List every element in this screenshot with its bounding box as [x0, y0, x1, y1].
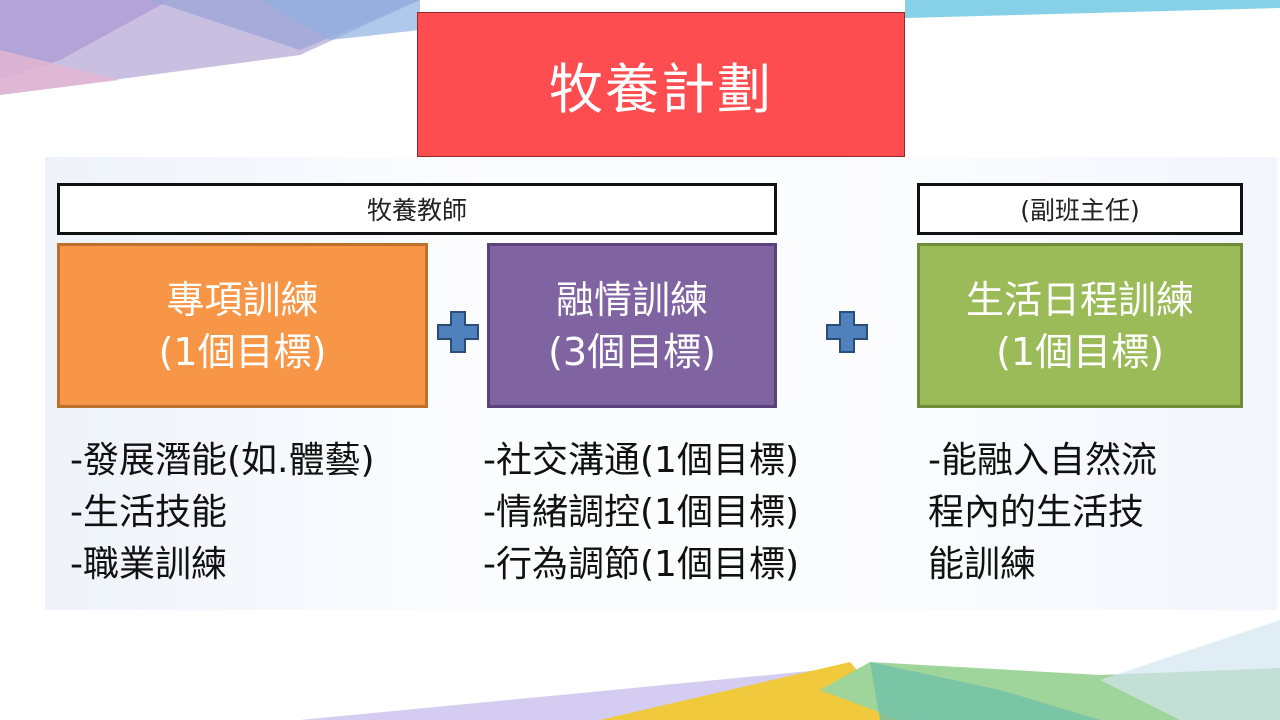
card-specialized-training: 專項訓練 (1個目標)	[57, 243, 428, 408]
page-title: 牧養計劃	[549, 58, 773, 121]
vice-class-teacher-label: (副班主任)	[1020, 196, 1140, 225]
card-goal-count: (3個目標)	[548, 329, 716, 374]
card-integration-training: 融情訓練 (3個目標)	[487, 243, 777, 408]
card-title: 專項訓練	[166, 277, 319, 322]
card-daily-routine-training: 生活日程訓練 (1個目標)	[917, 243, 1243, 408]
plus-icon	[437, 311, 479, 353]
list-item: -能融入自然流	[928, 440, 1157, 481]
card-title: 融情訓練	[555, 277, 708, 322]
teacher-label: 牧養教師	[366, 196, 467, 225]
list-item: -行為調節(1個目標)	[483, 544, 799, 585]
integration-training-list: -社交溝通(1個目標) -情緒調控(1個目標) -行為調節(1個目標)	[483, 435, 799, 591]
list-item: -情緒調控(1個目標)	[483, 492, 799, 533]
vice-class-teacher-label-box: (副班主任)	[917, 183, 1243, 235]
list-item: -職業訓練	[70, 544, 227, 585]
title-banner: 牧養計劃	[417, 12, 905, 157]
card-goal-count: (1個目標)	[996, 329, 1164, 374]
daily-routine-training-list: -能融入自然流 程內的生活技 能訓練	[928, 435, 1157, 591]
specialized-training-list: -發展潛能(如.體藝) -生活技能 -職業訓練	[70, 435, 375, 591]
card-goal-count: (1個目標)	[158, 329, 327, 374]
list-item: -社交溝通(1個目標)	[483, 440, 799, 481]
list-item: 能訓練	[928, 544, 1037, 585]
list-item: -發展潛能(如.體藝)	[70, 440, 375, 481]
list-item: 程內的生活技	[928, 492, 1145, 533]
card-title: 生活日程訓練	[965, 277, 1194, 322]
list-item: -生活技能	[70, 492, 227, 533]
plus-icon	[826, 311, 868, 353]
teacher-label-box: 牧養教師	[57, 183, 777, 235]
